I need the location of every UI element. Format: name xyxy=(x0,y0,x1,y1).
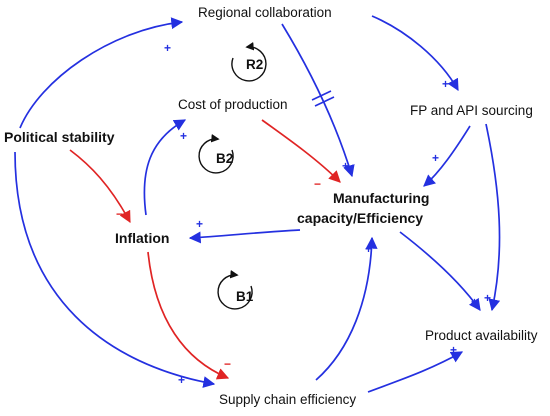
loop-b1-icon xyxy=(217,270,253,310)
link-cost-to-manufacturing xyxy=(261,119,341,183)
node-product-availability: Product availability xyxy=(425,328,538,343)
loop-b1: B1 xyxy=(217,270,254,310)
link-supply-to-product xyxy=(367,351,464,393)
loop-b2-icon xyxy=(198,134,234,174)
delay-mark xyxy=(311,90,335,107)
node-regional-collaboration: Regional collaboration xyxy=(198,5,332,20)
sign-inflation-supply: − xyxy=(224,357,231,371)
node-political-stability: Political stability xyxy=(4,129,115,145)
node-inflation: Inflation xyxy=(115,230,169,246)
sign-fp-api-product: + xyxy=(484,291,491,305)
sign-regional-manufacturing: + xyxy=(342,159,349,173)
link-inflation-to-cost xyxy=(143,119,187,216)
node-manufacturing-line-1: Manufacturing xyxy=(333,190,429,206)
node-manufacturing-line-2: capacity/Efficiency xyxy=(297,210,423,226)
sign-political-inflation: − xyxy=(116,207,123,221)
link-political-to-inflation xyxy=(69,149,131,224)
sign-regional-fp-api: + xyxy=(442,77,449,91)
link-fp-api-to-product xyxy=(485,123,501,312)
sign-manufacturing-inflation: + xyxy=(196,217,203,231)
loop-b1-label: B1 xyxy=(236,289,254,304)
link-fp-api-to-manufacturing xyxy=(423,125,471,187)
link-regional-to-manufacturing xyxy=(281,23,355,178)
loop-r2: R2 xyxy=(231,42,267,82)
sign-political-regional: + xyxy=(164,41,171,55)
link-manufacturing-to-inflation xyxy=(188,229,301,244)
loop-r2-label: R2 xyxy=(246,57,263,72)
loop-b2: B2 xyxy=(198,134,234,174)
link-political-to-regional xyxy=(19,17,184,129)
node-cost-of-production: Cost of production xyxy=(178,97,288,112)
node-supply-chain-efficiency: Supply chain efficiency xyxy=(219,392,356,407)
loop-r2-icon xyxy=(231,42,267,82)
link-manufacturing-to-product xyxy=(399,231,481,311)
sign-political-supply: + xyxy=(178,373,185,387)
link-regional-to-fp-api xyxy=(371,15,459,92)
sign-supply-product: + xyxy=(450,343,457,357)
link-supply-to-manufacturing xyxy=(315,236,378,381)
sign-supply-manufacturing: + xyxy=(365,242,372,256)
loop-b2-label: B2 xyxy=(216,151,233,166)
link-political-to-supply xyxy=(14,151,216,388)
sign-inflation-cost: + xyxy=(180,129,187,143)
node-fp-api-sourcing: FP and API sourcing xyxy=(410,103,533,118)
link-inflation-to-supply xyxy=(147,251,230,380)
sign-manufacturing-product: + xyxy=(471,295,478,309)
sign-fp-api-manufacturing: + xyxy=(432,151,439,165)
sign-cost-manufacturing: − xyxy=(314,177,321,191)
